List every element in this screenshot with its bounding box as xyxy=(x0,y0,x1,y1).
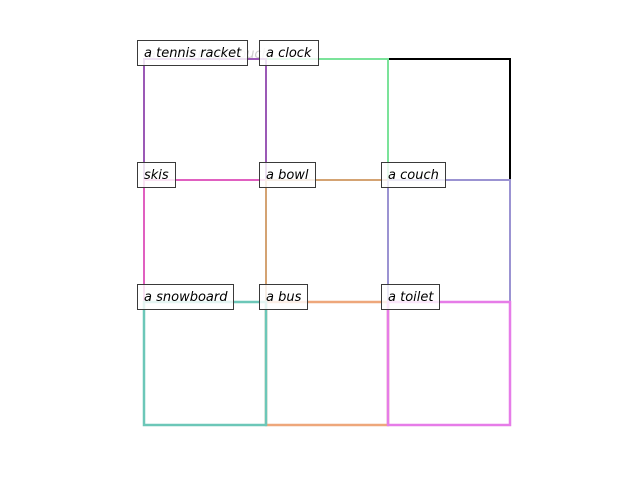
label-clock: a clock xyxy=(259,40,319,66)
label-bowl: a bowl xyxy=(259,162,316,188)
box-c22 xyxy=(386,300,512,427)
box-c12 xyxy=(264,300,390,427)
label-toilet: a toilet xyxy=(381,284,441,310)
label-bus: a bus xyxy=(259,284,309,310)
label-snowboard: a snowboard xyxy=(137,284,235,310)
label-tennis-racket: a tennis racket xyxy=(137,40,249,66)
label-skis: skis xyxy=(137,162,176,188)
box-c02 xyxy=(142,300,268,427)
label-couch: a couch xyxy=(381,162,446,188)
